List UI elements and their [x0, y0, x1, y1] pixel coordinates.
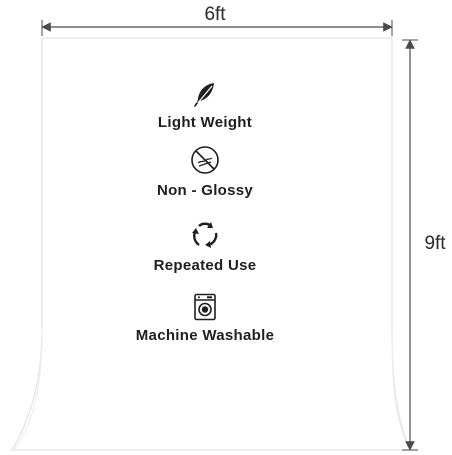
feature-label: Light Weight — [157, 114, 253, 131]
feature-machine-washable: Machine Washable — [90, 293, 320, 344]
feature-label: Machine Washable — [135, 327, 275, 344]
feather-icon — [194, 83, 214, 107]
non-glossy-icon — [191, 146, 219, 174]
feature-light-weight: Light Weight — [90, 80, 320, 131]
feature-label: Non - Glossy — [156, 182, 254, 199]
width-label: 6ft — [204, 4, 226, 25]
height-label: 9ft — [424, 233, 446, 254]
feature-repeated-use: Repeated Use — [90, 220, 320, 274]
feature-label: Repeated Use — [153, 257, 257, 274]
feature-non-glossy: Non - Glossy — [90, 145, 320, 199]
backdrop-fold-left — [13, 329, 43, 451]
washing-machine-icon — [194, 293, 216, 321]
recycle-arrows-icon — [192, 222, 218, 248]
